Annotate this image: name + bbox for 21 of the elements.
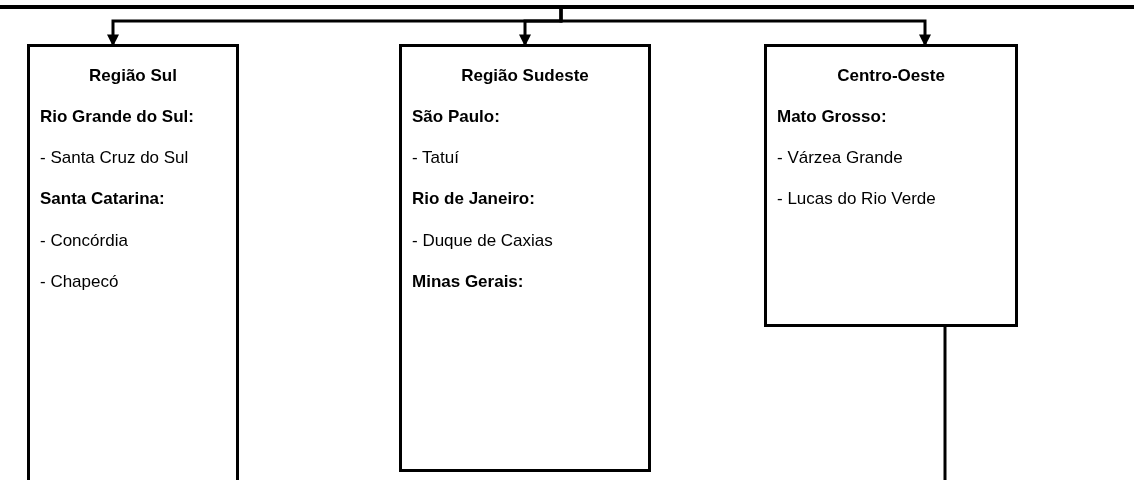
region-box (764, 44, 1018, 327)
city-name: - Chapecó (40, 272, 120, 292)
region-heading: Região Sul (88, 66, 178, 86)
city-name: - Santa Cruz do Sul (40, 148, 190, 168)
parent-box (0, 5, 1134, 9)
connector-line (943, 327, 947, 480)
state-name: Minas Gerais: (412, 272, 525, 292)
state-name: São Paulo: (412, 107, 501, 127)
city-name: - Tatuí (412, 148, 460, 168)
region-box (399, 44, 651, 472)
state-name: Santa Catarina: (40, 189, 166, 209)
city-name: - Concórdia (40, 231, 129, 251)
city-name: - Várzea Grande (777, 148, 904, 168)
region-box (27, 44, 239, 480)
region-heading: Centro-Oeste (836, 66, 946, 86)
state-name: Mato Grosso: (777, 107, 888, 127)
city-name: - Duque de Caxias (412, 231, 554, 251)
state-name: Rio Grande do Sul: (40, 107, 195, 127)
region-heading: Região Sudeste (460, 66, 590, 86)
city-name: - Lucas do Rio Verde (777, 189, 937, 209)
state-name: Rio de Janeiro: (412, 189, 536, 209)
